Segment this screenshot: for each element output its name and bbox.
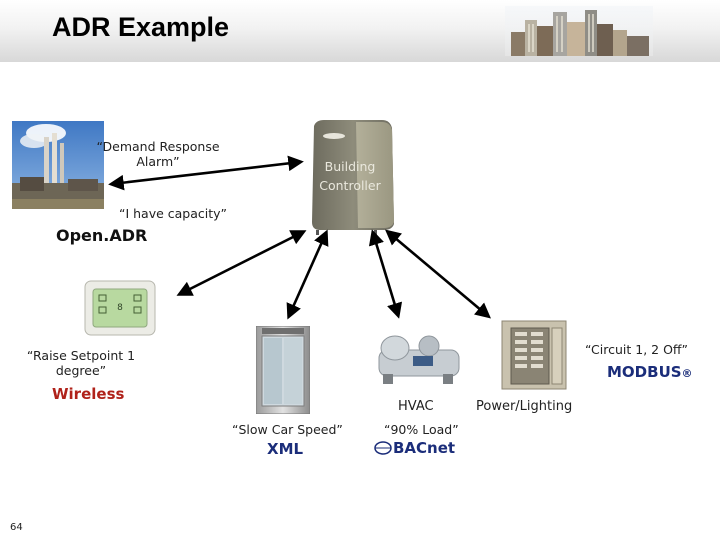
modbus-registered-mark: ® — [681, 367, 693, 380]
electrical-panel-image — [501, 320, 567, 390]
demand-response-line2: Alarm” — [136, 154, 180, 169]
controller-label-line1: Building — [324, 159, 376, 174]
hvac-label: HVAC — [398, 399, 434, 414]
page-number: 64 — [10, 522, 23, 533]
bacnet-label: BACnet — [393, 439, 456, 457]
arrow-controller-to-thermostat — [176, 230, 307, 296]
ninety-load-message: “90% Load” — [384, 422, 459, 437]
have-capacity-message: “I have capacity” — [119, 206, 228, 221]
demand-response-message: “Demand Response Alarm” — [96, 139, 220, 169]
power-plant-image — [12, 121, 104, 209]
thermostat-image: 8 — [84, 280, 156, 336]
circuit-message: “Circuit 1, 2 Off” — [585, 342, 688, 357]
modbus-logo: MODBUS® — [607, 363, 693, 381]
elevator-image — [256, 326, 310, 414]
svg-text:8: 8 — [117, 303, 123, 313]
arrow-controller-to-elevator — [286, 229, 329, 320]
controller-label-line2: Controller — [319, 178, 381, 193]
chiller-image — [378, 335, 460, 384]
slow-car-speed-message: “Slow Car Speed” — [232, 422, 343, 437]
wireless-label: Wireless — [52, 385, 125, 403]
controller-label: Building Controller — [312, 157, 388, 195]
raise-setpoint-line2: degree” — [55, 363, 107, 378]
demand-response-line1: “Demand Response — [96, 139, 220, 154]
modbus-label: MODBUS — [607, 363, 682, 381]
raise-setpoint-line1: “Raise Setpoint 1 — [26, 348, 136, 363]
xml-label: XML — [267, 440, 304, 458]
power-lighting-label: Power/Lighting — [476, 399, 573, 414]
bacnet-globe-icon — [374, 441, 392, 455]
openadr-label: Open.ADR — [56, 226, 148, 245]
arrow-controller-to-plant — [108, 155, 304, 191]
slide-title: ADR Example — [52, 12, 230, 42]
arrow-controller-to-panel — [385, 229, 491, 319]
raise-setpoint-message: “Raise Setpoint 1 degree” — [24, 348, 138, 378]
city-skyline-image — [505, 6, 653, 56]
building-controller-image — [312, 120, 394, 235]
arrow-controller-to-hvac — [368, 229, 403, 319]
bacnet-logo: BACnet — [374, 439, 460, 457]
